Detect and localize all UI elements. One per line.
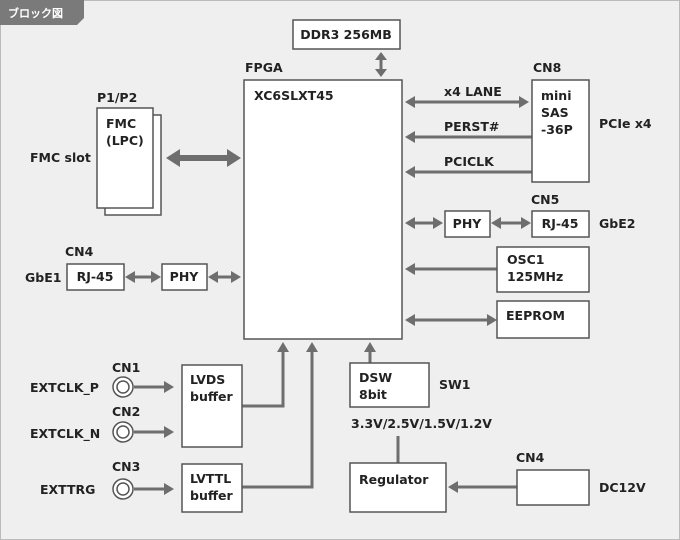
title-tab-text: ブロック図 (8, 6, 63, 20)
eeprom-block: EEPROM (496, 300, 590, 339)
voltages-label: 3.3V/2.5V/1.5V/1.2V (351, 416, 492, 431)
title-tab (0, 0, 84, 25)
gbe1-label: GbE1 (25, 270, 61, 285)
dc12v-label: DC12V (599, 480, 646, 495)
fmc-connector-label: P1/P2 (97, 90, 137, 105)
rj45-phy-left-link (125, 271, 161, 283)
extclk-n-label: EXTCLK_N (30, 426, 100, 442)
pciclk-label: PCICLK (444, 154, 495, 169)
fpga-label: FPGA (245, 60, 283, 75)
x4-lane-link (405, 96, 529, 108)
osc1-block: OSC1 125MHz (496, 246, 590, 293)
cn3-lvttl-link (134, 483, 174, 495)
rj45-right-block: RJ-45 (531, 210, 590, 238)
pciclk-link (405, 166, 532, 178)
ddr3-block: DDR3 256MB (292, 19, 401, 50)
extclk-p-label: EXTCLK_P (30, 380, 99, 396)
gbe2-label: GbE2 (599, 216, 635, 231)
regulator-label: Regulator (359, 472, 429, 487)
fmc-slot-label: FMC slot (30, 150, 91, 165)
cn2-lvds-link (134, 426, 174, 438)
lvttl-line2: buffer (190, 488, 233, 503)
cn8-label: CN8 (533, 60, 561, 75)
lvds-line1: LVDS (190, 372, 225, 387)
sas-line1: mini (541, 88, 572, 103)
cn1-label: CN1 (112, 360, 140, 375)
fpga-block: XC6SLXT45 (243, 79, 403, 340)
exttrg-label: EXTTRG (40, 482, 95, 497)
cn1-lvds-link (134, 381, 174, 393)
phy-left-block: PHY (161, 263, 208, 291)
cn4-power-label: CN4 (516, 450, 545, 465)
lvds-line2: buffer (190, 389, 233, 404)
sas-line2: SAS (541, 105, 569, 120)
ddr3-label: DDR3 256MB (300, 27, 392, 42)
phy-right-block: PHY (444, 210, 491, 238)
ddr3-fpga-link (375, 52, 387, 77)
fmc-line1: FMC (106, 116, 136, 131)
fpga-part-label: XC6SLXT45 (254, 88, 334, 103)
phy-right-label: PHY (453, 216, 483, 231)
cn2-coax-connector (112, 421, 134, 443)
perst-label: PERST# (444, 119, 499, 134)
regulator-block: Regulator (349, 462, 447, 513)
osc-line2: 125MHz (507, 269, 563, 284)
sw1-label: SW1 (439, 377, 471, 392)
lvttl-fpga-link (242, 342, 318, 489)
phy-rj45-right-link (491, 217, 531, 229)
fmc-line2: (LPC) (106, 133, 144, 148)
cn2-label: CN2 (112, 404, 140, 419)
cn5-label: CN5 (531, 192, 559, 207)
rj45-left-label: RJ-45 (77, 269, 114, 284)
dc12v-regulator-link (448, 481, 517, 493)
cn3-label: CN3 (112, 459, 140, 474)
mini-sas-block: mini SAS -36P (531, 79, 590, 183)
fpga-eeprom-link (405, 314, 497, 326)
pcie-label: PCIe x4 (599, 116, 652, 131)
power-connector-block (516, 469, 590, 506)
cn4-left-label: CN4 (65, 244, 94, 259)
lvttl-buffer-block: LVTTL buffer (181, 463, 243, 513)
osc-fpga-link (405, 263, 497, 275)
osc-line1: OSC1 (507, 252, 545, 267)
rj45-left-block: RJ-45 (66, 263, 125, 291)
eeprom-label: EEPROM (506, 308, 565, 323)
lvttl-line1: LVTTL (190, 471, 231, 486)
fmc-block: FMC (LPC) (96, 107, 162, 216)
x4-lane-label: x4 LANE (444, 84, 502, 99)
dsw-line1: DSW (359, 370, 392, 385)
cn1-coax-connector (112, 376, 134, 398)
sas-line3: -36P (541, 122, 573, 137)
dsw-block: DSW 8bit (349, 362, 430, 408)
phy-left-fpga-link (208, 271, 241, 283)
lvds-buffer-block: LVDS buffer (181, 364, 243, 448)
fpga-phy-right-link (405, 217, 443, 229)
phy-left-label: PHY (170, 269, 200, 284)
perst-link (405, 131, 532, 143)
cn3-coax-connector (112, 478, 134, 500)
lvds-fpga-link (242, 342, 289, 408)
dsw-fpga-link (364, 342, 376, 363)
fmc-fpga-link (166, 149, 241, 167)
rj45-right-label: RJ-45 (542, 216, 579, 231)
dsw-line2: 8bit (359, 387, 387, 402)
